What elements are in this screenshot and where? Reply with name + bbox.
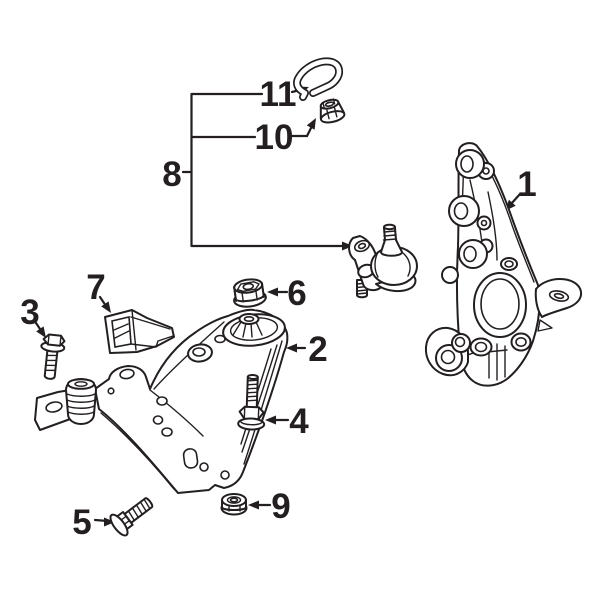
leader-lines [34, 86, 522, 527]
callout-labels: 1 2 3 4 5 6 7 8 9 10 11 [20, 75, 536, 542]
callout-10-arrowhead [306, 118, 316, 130]
callout-8[interactable]: 8 [162, 155, 181, 194]
callout-1-leader [509, 192, 522, 206]
steering-knuckle-drawing [424, 142, 583, 387]
callout-2-arrowhead [286, 343, 297, 353]
callout-9[interactable]: 9 [271, 487, 290, 526]
callout-11[interactable]: 11 [260, 75, 297, 114]
callout-3[interactable]: 3 [20, 293, 39, 332]
callout-7-arrowhead [101, 301, 111, 313]
control-arm-drawing [34, 308, 289, 494]
callout-5[interactable]: 5 [72, 503, 91, 542]
callout-3-arrowhead [36, 326, 46, 338]
callout-9-arrowhead [248, 500, 259, 510]
callout-8-arrowhead [342, 241, 353, 251]
clip-drawing [293, 57, 344, 101]
callout-4[interactable]: 4 [289, 402, 309, 441]
callout-2[interactable]: 2 [308, 330, 327, 369]
callout-7[interactable]: 7 [86, 268, 105, 307]
callout-1[interactable]: 1 [517, 165, 536, 204]
bolt-3-drawing [40, 333, 66, 380]
nut-9-drawing [220, 493, 248, 516]
callout-5-arrowhead [104, 517, 115, 527]
ball-joint-drawing [348, 223, 418, 299]
bracket-drawing [104, 309, 175, 354]
callout-6-arrowhead [267, 287, 278, 297]
bolt-4-drawing [237, 374, 266, 431]
callout-6[interactable]: 6 [287, 274, 306, 313]
castle-nut-drawing [319, 98, 346, 124]
callout-8-bracket [181, 92, 346, 248]
bolt-5-drawing [109, 497, 154, 537]
callout-4-arrowhead [265, 415, 276, 425]
nut-6-drawing [233, 278, 267, 308]
callout-10[interactable]: 10 [255, 118, 294, 157]
callout-10-leader [290, 126, 313, 138]
